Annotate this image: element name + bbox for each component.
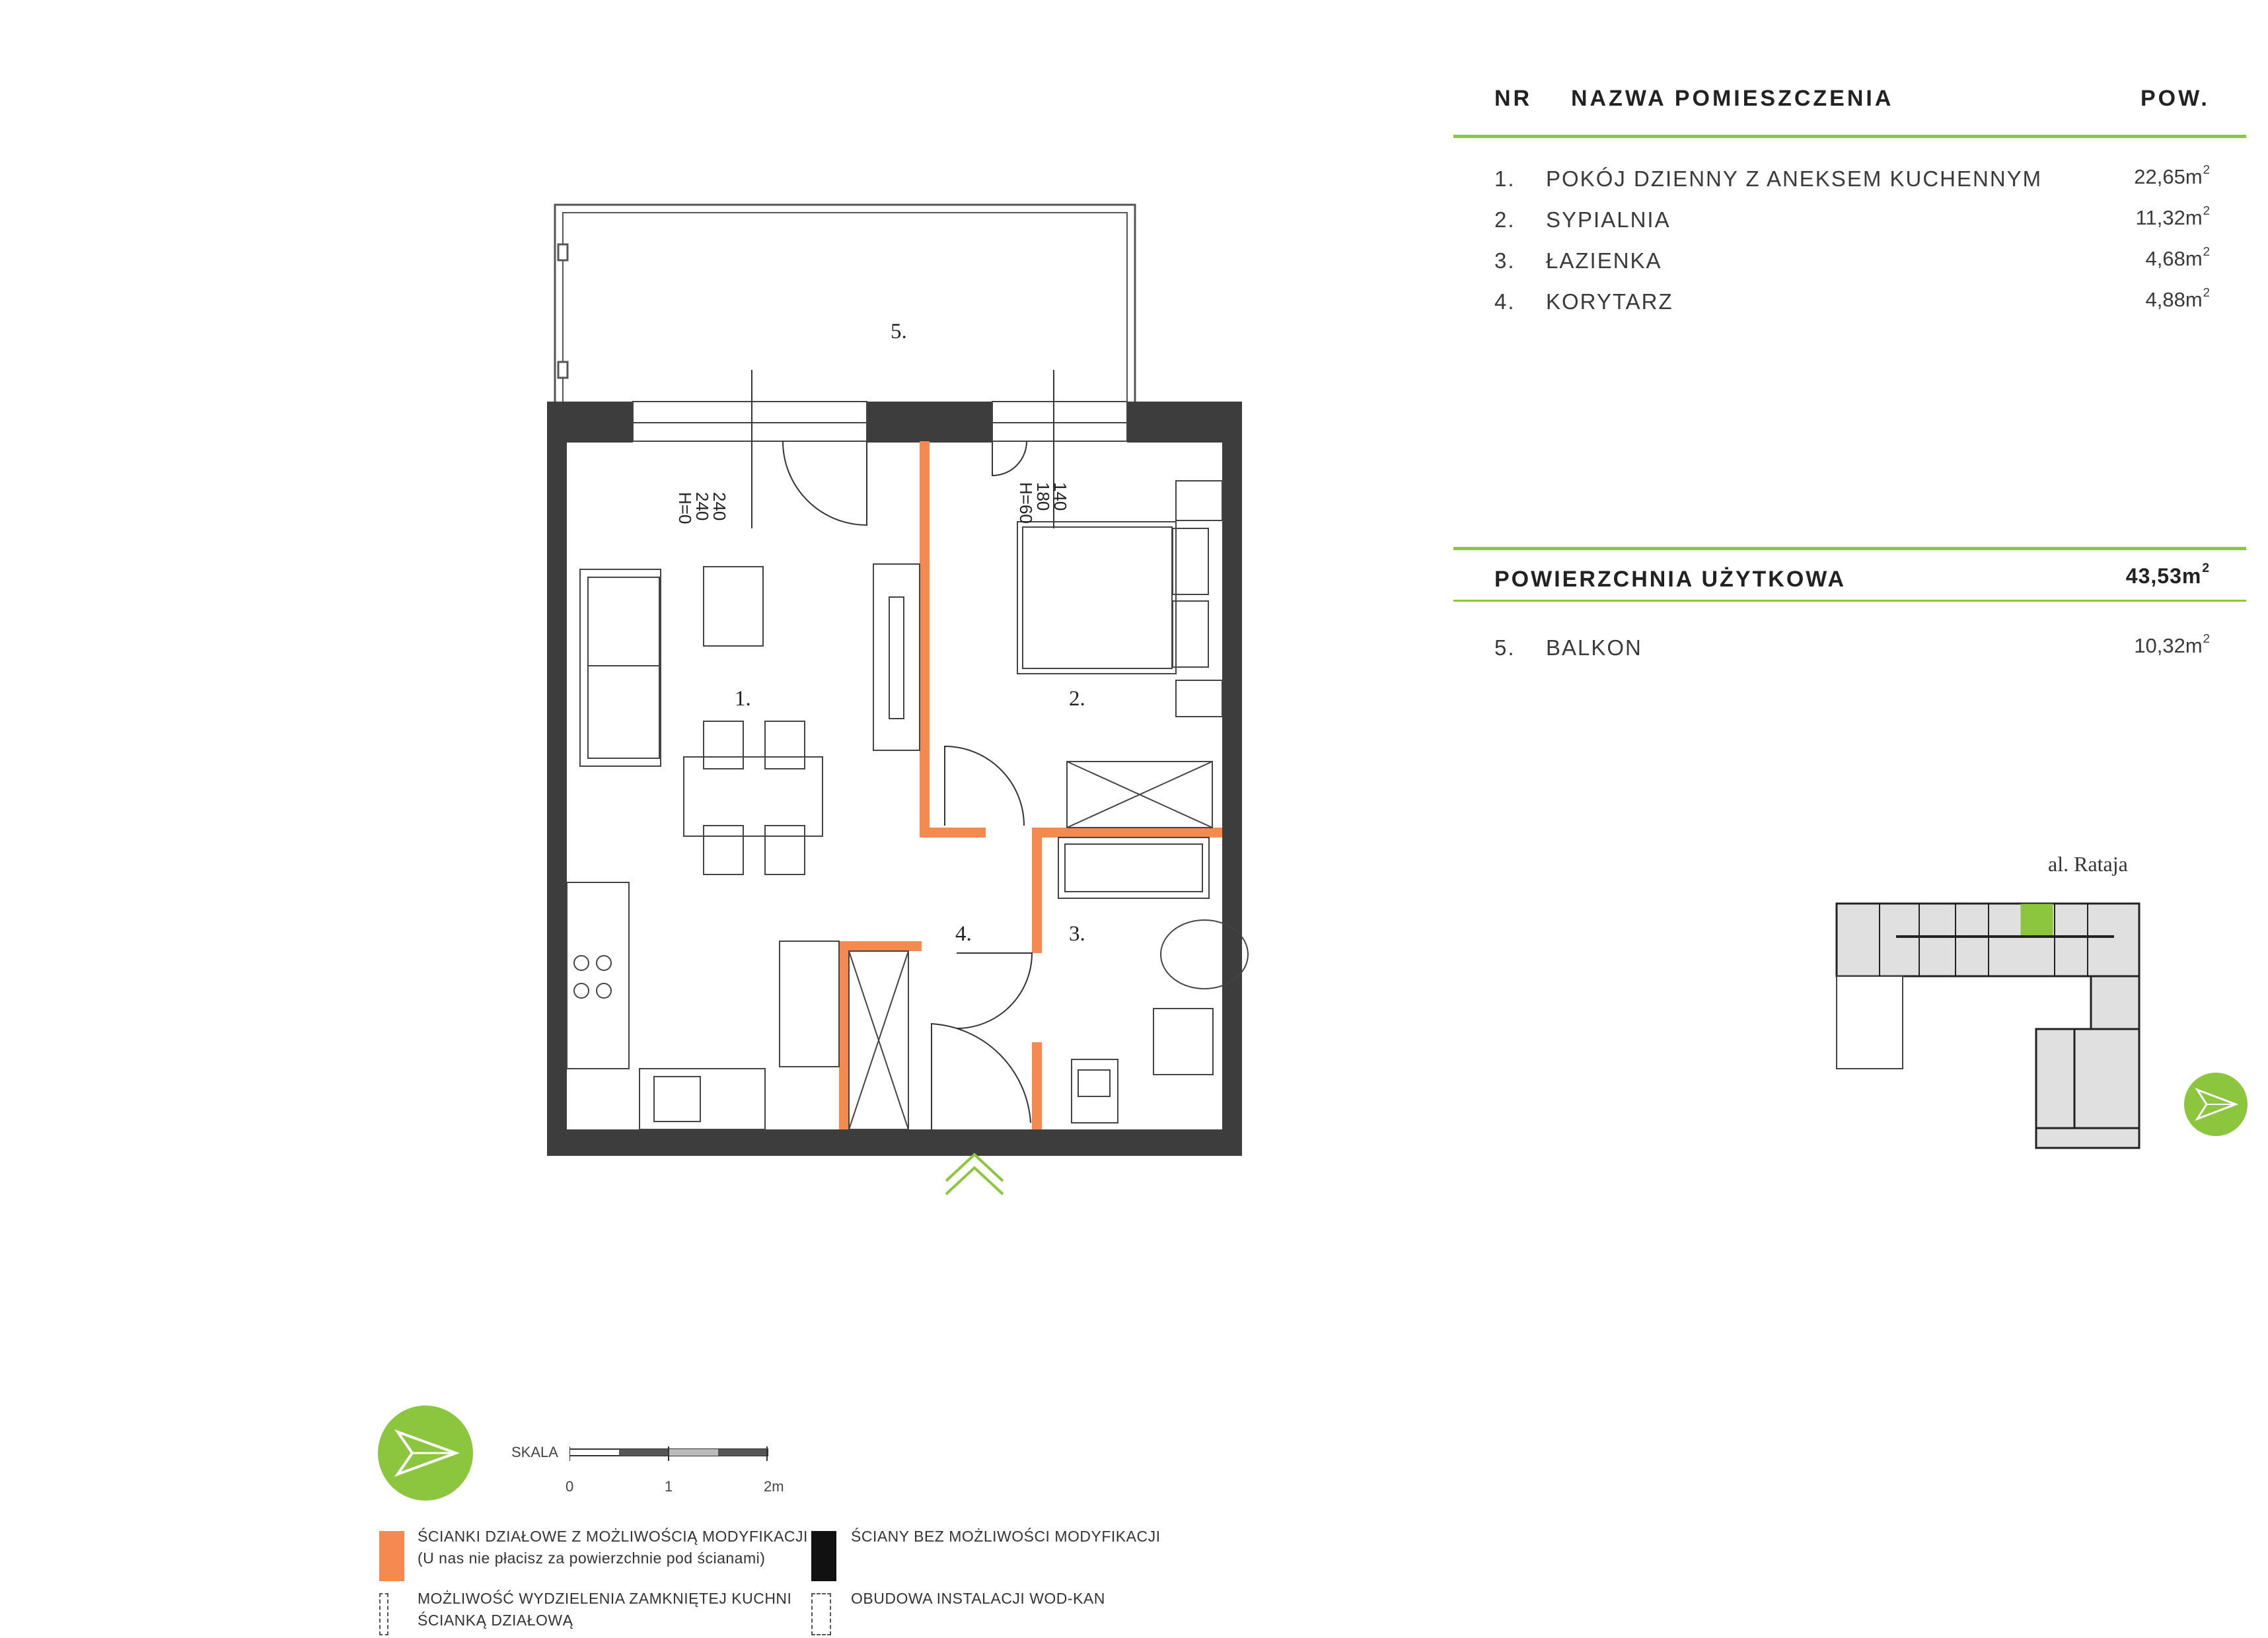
furniture (566, 480, 1249, 1130)
row-area: 10,32m2 (2134, 631, 2210, 657)
legend-swatch-kitchen (379, 1593, 388, 1635)
scale-bar (569, 1446, 768, 1461)
structural-walls (547, 402, 1242, 1156)
doors (782, 441, 1033, 1129)
arrow-icon (394, 1429, 460, 1478)
windows (632, 401, 1128, 442)
key-plan (1835, 902, 2140, 1149)
window-2-sill: H=60 (1016, 482, 1036, 524)
legend-modifiable: ŚCIANKI DZIAŁOWE Z MOŻLIWOŚCIĄ MODYFIKAC… (418, 1528, 808, 1567)
room-label-2: 2. (1069, 687, 1085, 711)
room-label-1: 1. (735, 687, 751, 711)
room-label-4: 4. (955, 922, 972, 946)
balcony (554, 203, 1136, 404)
dimension-lines (751, 370, 1054, 528)
room-label-5: 5. (891, 320, 907, 343)
window-2-width: 140 (1050, 482, 1070, 511)
row-area: 4,68m2 (2145, 244, 2210, 270)
header-nr: NR (1494, 86, 1533, 111)
row-number: 3. (1494, 248, 1516, 273)
row-number: 4. (1494, 289, 1516, 314)
window-2-dimensions: 140 180 H=60 (1016, 482, 1070, 524)
arrow-icon (2195, 1087, 2239, 1122)
total-top-divider (1453, 547, 2246, 550)
row-number: 1. (1494, 166, 1516, 191)
row-room-name: ŁAZIENKA (1546, 248, 1662, 273)
usable-area-label: POWIERZCHNIA UŻYTKOWA (1494, 567, 1847, 592)
room-label-3: 3. (1069, 922, 1085, 946)
row-number: 2. (1494, 207, 1516, 232)
compass-icon (378, 1406, 473, 1501)
row-area: 11,32m2 (2135, 203, 2210, 229)
row-room-name: SYPIALNIA (1546, 207, 1671, 232)
legend-swatch-wodkan (811, 1593, 831, 1635)
legend-swatch-structural (811, 1531, 836, 1581)
row-number: 5. (1494, 635, 1516, 660)
row-area: 4,88m2 (2145, 285, 2210, 311)
legend-swatch-modifiable (379, 1531, 404, 1581)
legend-kitchen: MOŻLIWOŚĆ WYDZIELENIA ZAMKNIĘTEJ KUCHNI … (418, 1590, 792, 1629)
row-room-name: KORYTARZ (1546, 289, 1673, 314)
header-area: POW. (2140, 86, 2210, 111)
modifiable-walls (839, 441, 1222, 1129)
window-1-sill: H=0 (675, 492, 695, 524)
usable-area-value: 43,53m2 (2125, 561, 2210, 588)
window-1-dimensions: 240 240 H=0 (675, 492, 729, 524)
window-1-width: 240 (710, 492, 729, 521)
header-room-name: NAZWA POMIESZCZENIA (1571, 86, 1894, 111)
total-bottom-divider (1453, 600, 2246, 602)
window-1-height: 240 (692, 492, 712, 521)
entrance-chevron-icon (945, 1153, 1004, 1195)
street-label: al. Rataja (2048, 852, 2128, 876)
scale-tick-1: 1 (665, 1478, 673, 1495)
header-divider (1453, 135, 2246, 138)
floor-area (567, 443, 1222, 1129)
north-arrow-icon (2184, 1073, 2248, 1136)
window-2-height: 180 (1033, 482, 1053, 511)
scale-tick-2: 2m (764, 1478, 784, 1495)
scale-label: SKALA (511, 1444, 558, 1460)
row-area: 22,65m2 (2134, 162, 2210, 188)
row-room-name: POKÓJ DZIENNY Z ANEKSEM KUCHENNYM (1546, 166, 2043, 191)
scale-tick-0: 0 (566, 1478, 574, 1495)
legend-structural: ŚCIANY BEZ MOŻLIWOŚCI MODYFIKACJI (851, 1528, 1161, 1545)
legend-wodkan: OBUDOWA INSTALACJI WOD-KAN (851, 1590, 1105, 1607)
row-room-name: BALKON (1546, 635, 1642, 660)
